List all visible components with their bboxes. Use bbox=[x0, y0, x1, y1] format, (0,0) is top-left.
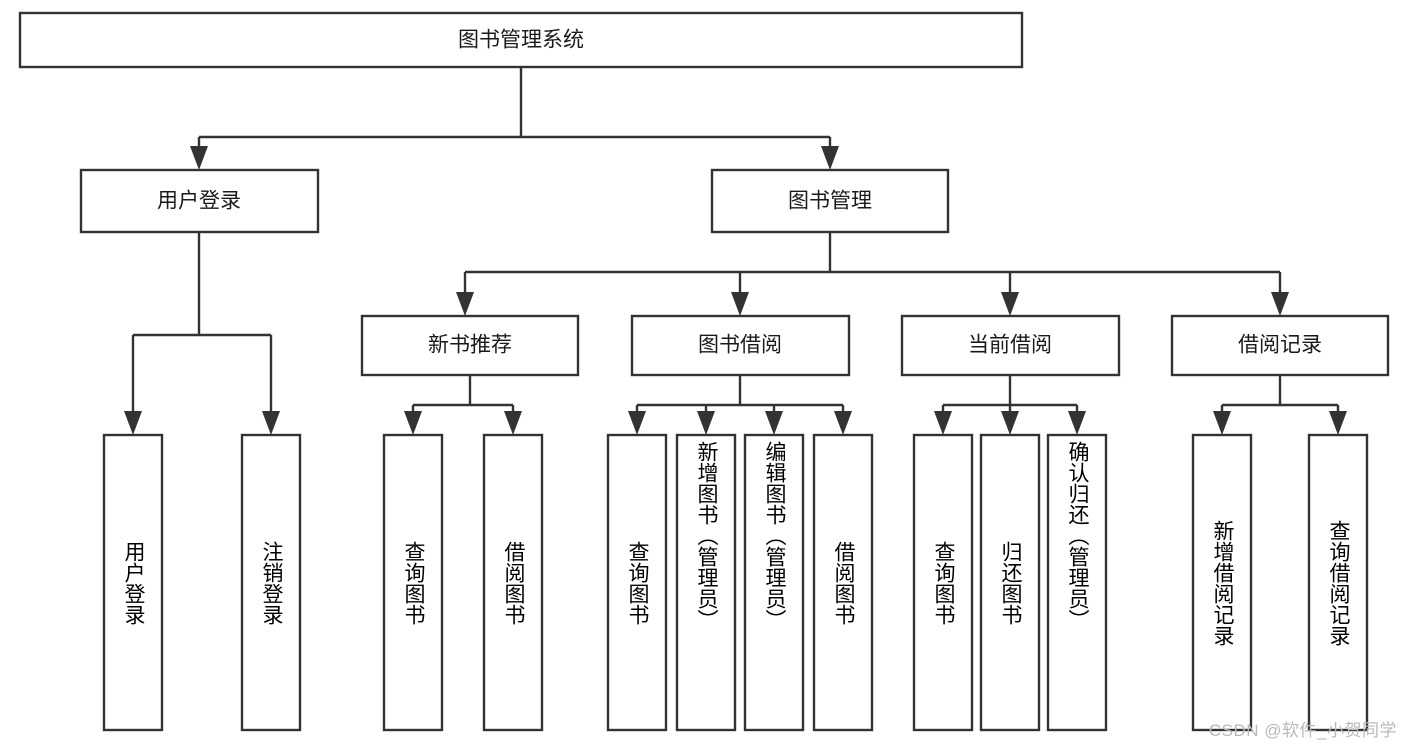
node-leaf-borrow-book-1-label: 借阅图书 bbox=[502, 540, 525, 625]
node-leaf-add-record[interactable]: 新增借阅记录 bbox=[1191, 433, 1253, 732]
node-leaf-edit-book-label: 编辑图书（管理员） bbox=[763, 441, 786, 630]
node-leaf-borrow-book-2[interactable]: 借阅图书 bbox=[812, 433, 874, 732]
node-book-management[interactable]: 图书管理 bbox=[710, 168, 950, 234]
connector-layer bbox=[124, 67, 1347, 435]
arrow-head-leaf-edit-book bbox=[765, 411, 783, 435]
node-leaf-query-book-3-label: 查询图书 bbox=[932, 540, 955, 625]
node-leaf-query-book-1[interactable]: 查询图书 bbox=[382, 433, 444, 732]
node-leaf-query-record[interactable]: 查询借阅记录 bbox=[1307, 433, 1369, 732]
arrow-head-new-book-recommend bbox=[456, 292, 474, 316]
node-leaf-logout-label: 注销登录 bbox=[260, 540, 283, 625]
node-leaf-add-book[interactable]: 新增图书（管理员） bbox=[675, 433, 737, 732]
node-leaf-query-book-3[interactable]: 查询图书 bbox=[912, 433, 974, 732]
node-leaf-confirm-return-box[interactable] bbox=[1046, 433, 1108, 732]
node-leaf-borrow-book-1[interactable]: 借阅图书 bbox=[482, 433, 544, 732]
arrow-head-leaf-borrow-book-2 bbox=[834, 411, 852, 435]
node-leaf-logout[interactable]: 注销登录 bbox=[240, 433, 302, 732]
node-leaf-borrow-book-1-box[interactable] bbox=[482, 433, 544, 732]
node-book-management-box[interactable] bbox=[710, 168, 950, 234]
node-current-borrow[interactable]: 当前借阅 bbox=[900, 314, 1121, 377]
node-leaf-confirm-return-label: 确认归还（管理员） bbox=[1066, 441, 1089, 630]
node-leaf-add-record-box[interactable] bbox=[1191, 433, 1253, 732]
node-leaf-user-login-label: 用户登录 bbox=[122, 540, 145, 625]
node-leaf-borrow-book-2-box[interactable] bbox=[812, 433, 874, 732]
node-root-label: 图书管理系统 bbox=[458, 29, 584, 52]
arrow-head-user-login bbox=[190, 146, 208, 170]
node-leaf-return-book[interactable]: 归还图书 bbox=[979, 433, 1041, 732]
node-book-borrow[interactable]: 图书借阅 bbox=[630, 314, 851, 377]
node-root[interactable]: 图书管理系统 bbox=[18, 11, 1024, 69]
node-leaf-edit-book[interactable]: 编辑图书（管理员） bbox=[743, 433, 805, 732]
node-leaf-query-book-2-box[interactable] bbox=[606, 433, 668, 732]
node-borrow-record-label: 借阅记录 bbox=[1238, 334, 1322, 357]
node-leaf-query-book-2-label: 查询图书 bbox=[626, 540, 649, 625]
arrow-head-leaf-user-login bbox=[124, 411, 142, 435]
node-leaf-query-book-1-box[interactable] bbox=[382, 433, 444, 732]
node-borrow-record[interactable]: 借阅记录 bbox=[1170, 314, 1390, 377]
node-new-book-recommend[interactable]: 新书推荐 bbox=[360, 314, 580, 377]
node-leaf-query-book-2[interactable]: 查询图书 bbox=[606, 433, 668, 732]
arrow-head-leaf-query-book-3 bbox=[934, 411, 952, 435]
node-leaf-add-record-label: 新增借阅记录 bbox=[1211, 519, 1234, 646]
node-book-management-label: 图书管理 bbox=[788, 190, 872, 213]
node-leaf-add-book-box[interactable] bbox=[675, 433, 737, 732]
arrow-head-leaf-borrow-book-1 bbox=[504, 411, 522, 435]
arrow-head-leaf-query-record bbox=[1329, 411, 1347, 435]
node-leaf-user-login-box[interactable] bbox=[102, 433, 164, 732]
node-leaf-return-book-box[interactable] bbox=[979, 433, 1041, 732]
node-leaf-logout-box[interactable] bbox=[240, 433, 302, 732]
arrow-head-borrow-record bbox=[1271, 292, 1289, 316]
arrow-head-leaf-logout bbox=[262, 411, 280, 435]
node-current-borrow-box[interactable] bbox=[900, 314, 1121, 377]
arrow-head-book-borrow bbox=[731, 292, 749, 316]
arrow-head-leaf-confirm-return bbox=[1068, 411, 1086, 435]
node-leaf-borrow-book-2-label: 借阅图书 bbox=[832, 540, 855, 625]
arrow-head-leaf-query-book-2 bbox=[628, 411, 646, 435]
node-leaf-query-record-box[interactable] bbox=[1307, 433, 1369, 732]
node-book-borrow-label: 图书借阅 bbox=[698, 334, 782, 357]
arrow-head-book-management bbox=[821, 146, 839, 170]
node-new-book-recommend-box[interactable] bbox=[360, 314, 580, 377]
node-new-book-recommend-label: 新书推荐 bbox=[428, 334, 512, 357]
node-leaf-confirm-return[interactable]: 确认归还（管理员） bbox=[1046, 433, 1108, 732]
arrow-head-current-borrow bbox=[1001, 292, 1019, 316]
node-leaf-query-book-1-label: 查询图书 bbox=[402, 540, 425, 625]
node-leaf-query-record-label: 查询借阅记录 bbox=[1327, 519, 1350, 646]
arrow-head-leaf-add-book bbox=[697, 411, 715, 435]
node-current-borrow-label: 当前借阅 bbox=[968, 334, 1052, 357]
node-leaf-edit-book-box[interactable] bbox=[743, 433, 805, 732]
node-leaf-return-book-label: 归还图书 bbox=[999, 540, 1022, 625]
node-leaf-query-book-3-box[interactable] bbox=[912, 433, 974, 732]
arrow-head-leaf-add-record bbox=[1213, 411, 1231, 435]
node-user-login-box[interactable] bbox=[79, 168, 320, 234]
node-user-login-label: 用户登录 bbox=[157, 190, 241, 213]
node-book-borrow-box[interactable] bbox=[630, 314, 851, 377]
node-leaf-add-book-label: 新增图书（管理员） bbox=[695, 441, 718, 630]
node-borrow-record-box[interactable] bbox=[1170, 314, 1390, 377]
node-user-login[interactable]: 用户登录 bbox=[79, 168, 320, 234]
arrow-head-leaf-query-book-1 bbox=[404, 411, 422, 435]
arrow-head-leaf-return-book bbox=[1001, 411, 1019, 435]
node-leaf-user-login[interactable]: 用户登录 bbox=[102, 433, 164, 732]
node-root-box[interactable] bbox=[18, 11, 1024, 69]
